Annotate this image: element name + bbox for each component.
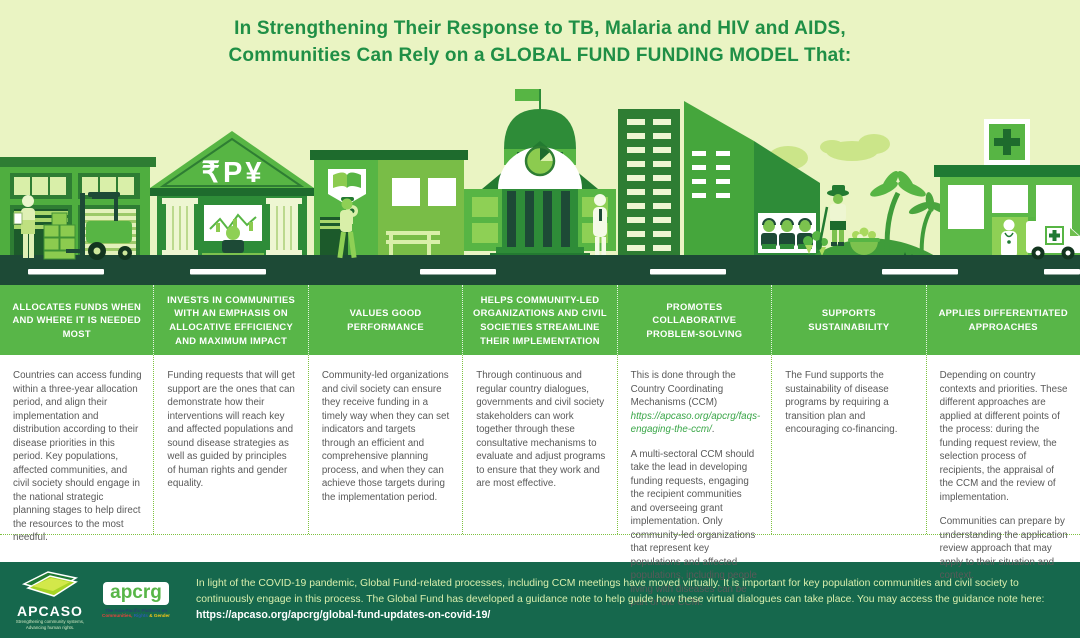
column-header-6: SUPPORTS SUSTAINABILITY [772, 285, 927, 355]
page-title-line2: Communities Can Rely on a GLOBAL FUND FU… [228, 44, 852, 66]
column-body-7: Depending on country contexts and priori… [927, 355, 1080, 581]
road [0, 255, 1080, 285]
road-markings [28, 269, 1080, 275]
title-section: In Strengthening Their Response to TB, M… [0, 0, 1080, 85]
boxes-icon [43, 212, 76, 260]
farmer-figure [816, 185, 849, 250]
footer-note: In light of the COVID-19 pandemic, Globa… [182, 576, 1080, 623]
column-3-text: Community-led organizations and civil so… [321, 370, 450, 503]
palm-tree-icon [870, 170, 952, 261]
column-6-text: The Fund supports the sustainability of … [785, 370, 898, 436]
office-building [684, 101, 820, 260]
column-7-text-2: Communities can prepare by understanding… [939, 516, 1068, 582]
pie-emblem-icon [524, 145, 556, 177]
produce-basket-icon [848, 227, 880, 255]
column-body-5: This is done through the Country Coordin… [618, 355, 773, 608]
currency-symbols-text: ₹P¥ [202, 157, 265, 189]
page-title: In Strengthening Their Response to TB, M… [229, 16, 852, 69]
column-5-text: A multi-sectoral CCM should take the lea… [630, 448, 757, 609]
column-header-1: ALLOCATES FUNDS WHEN AND WHERE IT IS NEE… [0, 285, 155, 355]
column-header-7: APPLIES DIFFERENTIATED APPROACHES [938, 307, 1068, 332]
column-body-3: Community-led organizations and civil so… [309, 355, 464, 534]
column-header-2: INVESTS IN COMMUNITIES WITH AN EMPHASIS … [154, 285, 309, 355]
apcaso-tagline: Strengthening community systems, Advanci… [15, 618, 85, 630]
footer-logos: APCASO Strengthening community systems, … [0, 570, 182, 630]
official-figure [593, 194, 607, 258]
doctor-figure [1001, 219, 1017, 258]
pedestrian-figure [337, 197, 361, 259]
apcrg-logo: apcrg The Asia-Pacific Platform on Commu… [101, 581, 171, 619]
bank-column-icon [162, 198, 302, 258]
flag-icon [515, 89, 539, 101]
ccm-faq-link[interactable]: https://apcaso.org/apcrg/faqs-engaging-t… [630, 410, 761, 436]
footer-note-text: In light of the COVID-19 pandemic, Globa… [196, 578, 1045, 606]
apcrg-name: apcrg [103, 581, 169, 606]
ambulance-icon [1026, 217, 1080, 260]
column-1-text: Countries can access funding within a th… [13, 370, 142, 544]
column-body-4: Through continuous and regular country d… [463, 355, 618, 534]
apcrg-tagline-2: Communities, Rights & Gender [102, 613, 170, 619]
farm-scene [803, 170, 952, 261]
covid-guidance-link[interactable]: https://apcaso.org/apcrg/global-fund-upd… [196, 608, 491, 621]
column-body-row: Countries can access funding within a th… [0, 355, 1080, 608]
column-header-5: PROMOTES COLLABORATIVE PROBLEM-SOLVING [618, 285, 773, 355]
page-title-line1: In Strengthening Their Response to TB, M… [234, 17, 846, 39]
capitol-building [464, 89, 616, 258]
column-5-intro-text: This is done through the Country Coordin… [630, 370, 761, 436]
vegetables-icon [803, 231, 828, 256]
book-badge-icon [328, 169, 366, 205]
library-building [310, 150, 468, 260]
city-illustration: ₹P¥ [0, 89, 1080, 285]
column-4-text: Through continuous and regular country d… [476, 370, 606, 490]
medical-cross-icon [994, 129, 1020, 155]
bench-icon [386, 231, 440, 260]
warehouse-worker-figure [13, 195, 35, 258]
column-7-text-1: Depending on country contexts and priori… [939, 370, 1068, 503]
apcrg-tagline-1: The Asia-Pacific Platform on [104, 608, 168, 614]
forklift-icon [66, 192, 132, 260]
apcaso-name: APCASO [17, 602, 83, 619]
column-header-4: HELPS COMMUNITY-LED ORGANIZATIONS AND CI… [463, 285, 618, 355]
column-header-3: VALUES GOOD PERFORMANCE [309, 285, 464, 355]
apcaso-flag-icon [21, 570, 79, 597]
column-body-1: Countries can access funding within a th… [0, 355, 155, 543]
bank-building: ₹P¥ [150, 131, 314, 261]
column-header-band: ALLOCATES FUNDS WHEN AND WHERE IT IS NEE… [0, 285, 1080, 355]
column-body-6: The Fund supports the sustainability of … [772, 355, 927, 534]
column-body-2: Funding requests that will get support a… [154, 355, 309, 534]
skyscraper-building [618, 109, 680, 260]
footer: APCASO Strengthening community systems, … [0, 562, 1080, 638]
hospital-building [934, 119, 1080, 260]
apcaso-logo: APCASO Strengthening community systems, … [11, 570, 89, 630]
column-2-text: Funding requests that will get support a… [167, 370, 295, 490]
city-illustration-section: ₹P¥ [0, 85, 1080, 285]
spacer [0, 535, 1080, 562]
